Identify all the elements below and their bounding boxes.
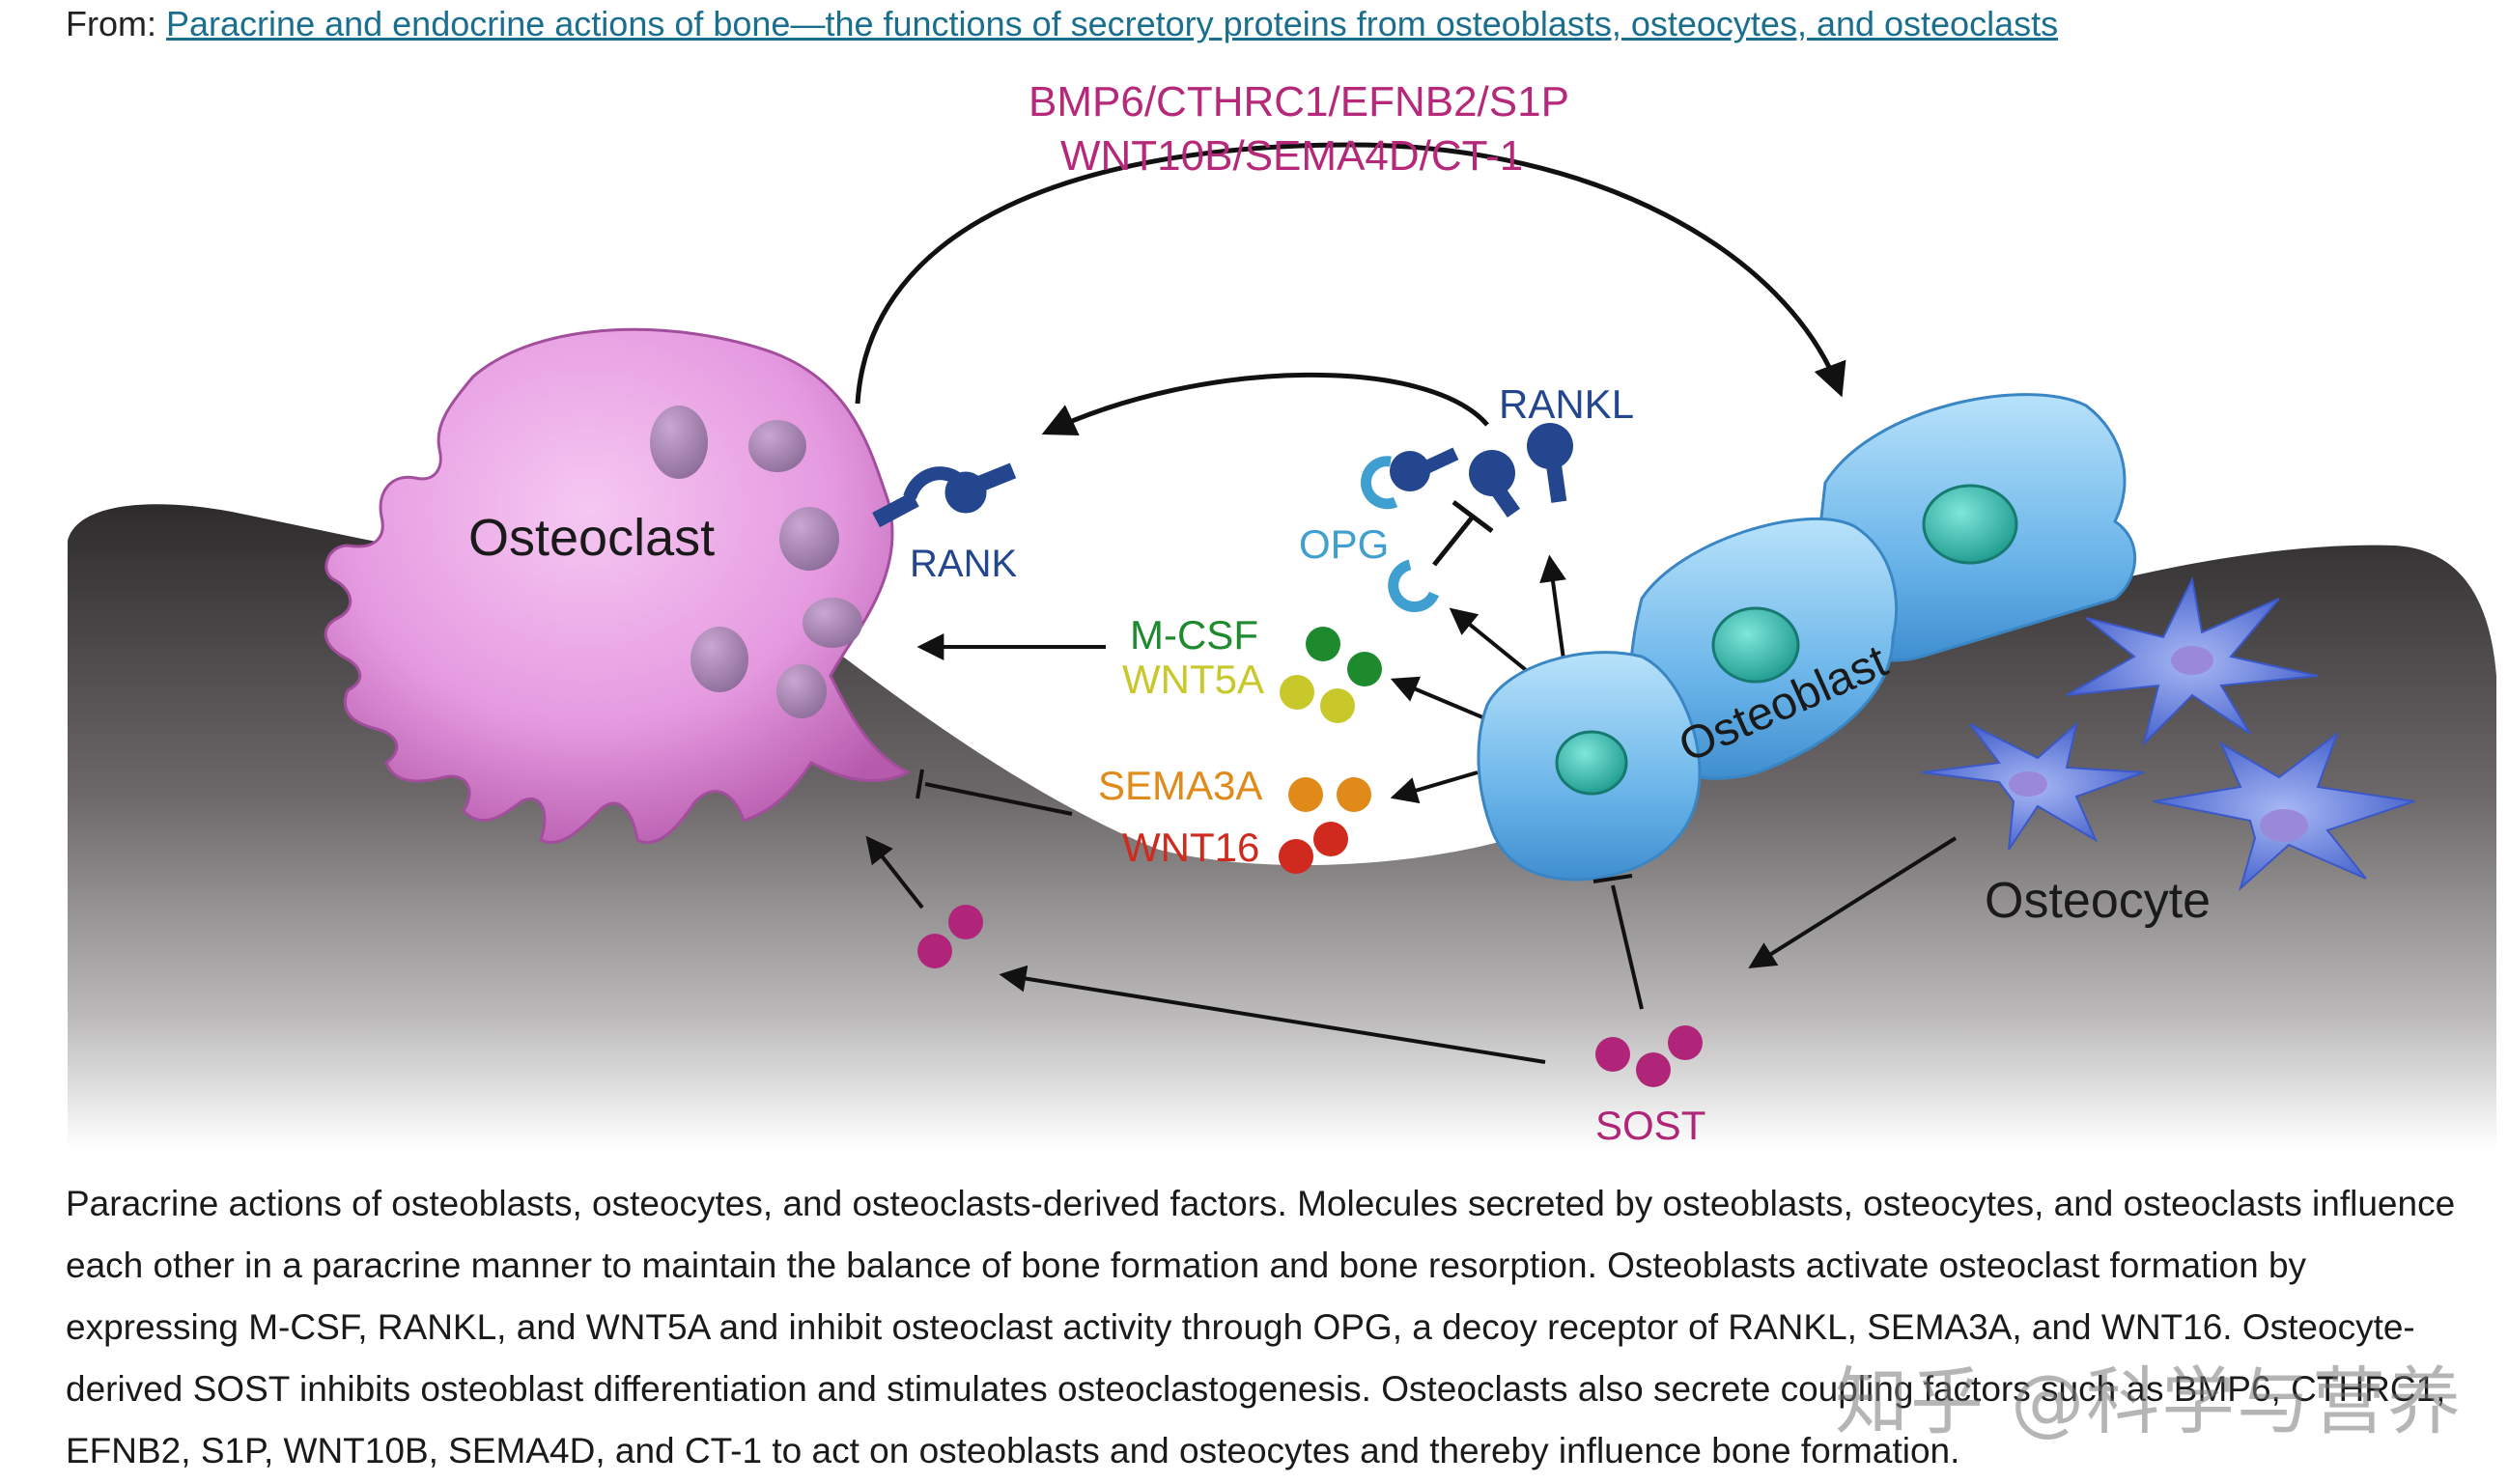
sema3a-inhibition-bar bbox=[916, 769, 1073, 816]
osteoclast-nucleus bbox=[779, 507, 839, 571]
opg-label: OPG bbox=[1299, 521, 1389, 567]
rank-label: RANK bbox=[910, 543, 1017, 585]
rank-receptor bbox=[872, 462, 1017, 528]
sost-to-osteoclast-arrow bbox=[999, 965, 1546, 1064]
sost-molecule bbox=[1636, 1052, 1671, 1087]
coupling-factors-line1: BMP6/CTHRC1/EFNB2/S1P bbox=[1029, 78, 1569, 126]
sema3a-molecule bbox=[1337, 777, 1371, 812]
osteocyte-nucleus bbox=[2171, 646, 2213, 675]
from-prefix: From: bbox=[66, 4, 156, 43]
coupling-arc-arrow bbox=[855, 142, 1846, 405]
osteoblast-to-mcsf-arrow bbox=[1390, 676, 1488, 721]
osteocyte-to-sost-arrow bbox=[1748, 836, 1958, 968]
osteocyte-nucleus bbox=[2009, 771, 2047, 797]
opg-decoy-receptor bbox=[1388, 559, 1440, 612]
wnt16-molecule bbox=[1313, 822, 1348, 856]
osteoclast-nucleus bbox=[748, 420, 806, 472]
rankl-to-rank-arrow bbox=[1041, 372, 1489, 436]
figure-caption: Paracrine actions of osteoblasts, osteoc… bbox=[66, 1184, 2456, 1470]
osteoblast-to-sema3a-arrow bbox=[1390, 770, 1479, 804]
osteoclast-label: Osteoclast bbox=[468, 509, 715, 567]
osteoblast-cell bbox=[1477, 651, 1702, 882]
opg-inhibition-bar bbox=[1432, 500, 1494, 567]
mcsf-molecule bbox=[1306, 627, 1340, 661]
sema3a-molecule bbox=[1288, 777, 1323, 812]
osteoclast-nucleus bbox=[690, 627, 748, 692]
osteocyte-nucleus bbox=[2260, 809, 2308, 842]
sost-molecule bbox=[1668, 1025, 1703, 1060]
osteoblast-to-rankl-arrow bbox=[1539, 554, 1566, 667]
wnt5a-label: WNT5A bbox=[1122, 657, 1264, 702]
watermark: 知乎 @科学与营养 bbox=[1835, 1358, 2464, 1444]
article-link[interactable]: Paracrine and endocrine actions of bone—… bbox=[166, 4, 2059, 43]
osteoclast-cell bbox=[324, 327, 912, 845]
rankl-ligand bbox=[1469, 423, 1573, 518]
opg-rankl-complex bbox=[1360, 447, 1459, 510]
osteoclast-nucleus bbox=[776, 664, 827, 718]
osteoblast-to-opg-arrow bbox=[1449, 607, 1533, 676]
osteoclast-nucleus bbox=[803, 598, 862, 648]
sost-inhibition-bar bbox=[1592, 874, 1644, 1010]
wnt16-label: WNT16 bbox=[1122, 825, 1259, 870]
sost-stimulates-osteoclast-arrow bbox=[865, 835, 924, 910]
osteocyte-label: Osteocyte bbox=[1985, 873, 2211, 929]
sost-label: SOST bbox=[1595, 1103, 1705, 1148]
osteoblast-cell bbox=[1628, 518, 1899, 780]
sema3a-label: SEMA3A bbox=[1098, 763, 1262, 808]
wnt16-molecule bbox=[1279, 839, 1313, 874]
wnt5a-molecule bbox=[1320, 688, 1355, 723]
figure-source-line: From: Paracrine and endocrine actions of… bbox=[66, 4, 2058, 44]
coupling-factors-line2: WNT10B/SEMA4D/CT-1 bbox=[1060, 132, 1523, 180]
sost-molecule bbox=[1595, 1037, 1630, 1072]
mcsf-label: M-CSF bbox=[1130, 612, 1258, 658]
osteoclast-nucleus bbox=[650, 406, 708, 479]
wnt5a-molecule bbox=[1280, 675, 1314, 710]
mcsf-molecule bbox=[1347, 652, 1382, 686]
rankl-label: RANKL bbox=[1499, 381, 1634, 427]
sost-molecule bbox=[917, 934, 952, 968]
sost-molecule bbox=[948, 905, 983, 939]
